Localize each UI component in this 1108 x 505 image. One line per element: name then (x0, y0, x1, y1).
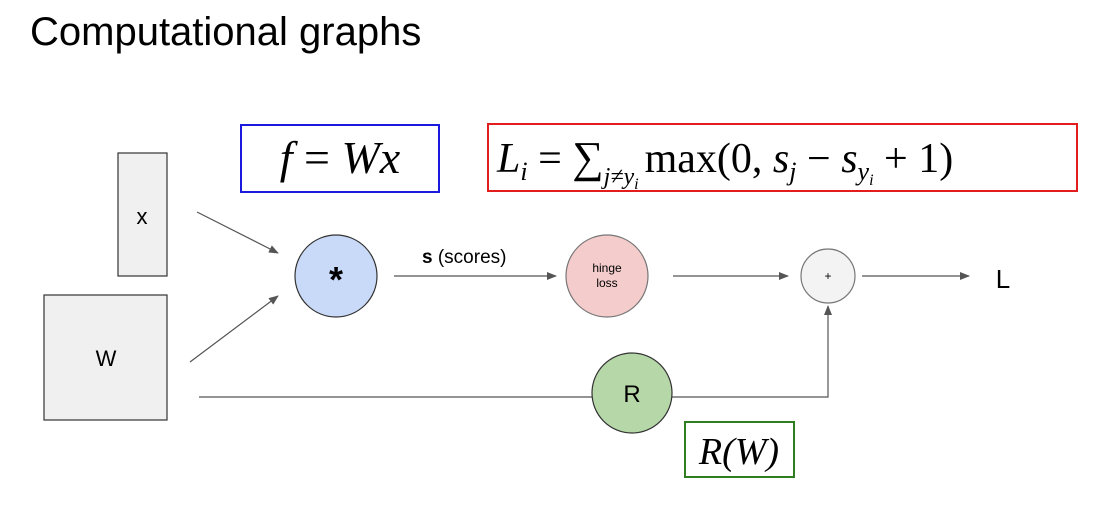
hinge-loss-label-line1: hinge (592, 261, 622, 275)
edge-reg-to-plus (671, 305, 832, 398)
loss-formula-sum: ∑ (572, 133, 603, 182)
loss-formula-minus: − (797, 136, 842, 182)
output-label: L (996, 264, 1010, 294)
loss-formula-box (487, 123, 1078, 192)
hinge-loss-label-line2: loss (596, 276, 617, 290)
w-input-box (43, 294, 168, 421)
loss-formula-L-sub: i (520, 157, 527, 186)
edge-x-to-multiply (196, 211, 279, 254)
f-formula-box (240, 124, 440, 193)
loss-formula-s1: s (773, 136, 789, 182)
loss-formula-s2: s (841, 136, 857, 182)
multiply-node (294, 234, 378, 318)
f-formula-rhs: Wx (341, 132, 400, 183)
regularization-node (591, 352, 673, 434)
loss-formula: Li = ∑j≠yimax(0, sj − syi + 1) (496, 133, 953, 193)
loss-formula-eq: = (528, 136, 573, 182)
plus-node-label: + (824, 269, 831, 283)
loss-formula-s2-sub: y (855, 157, 870, 186)
loss-formula-sum-subsub: i (634, 176, 638, 193)
loss-formula-s2-subsub: i (869, 172, 873, 189)
x-input-box (117, 152, 168, 277)
scores-edge-label-rest: (scores) (433, 247, 507, 268)
reg-formula-box (684, 421, 795, 478)
loss-formula-max: max(0, (645, 136, 773, 182)
loss-formula-sum-sub: j≠y (601, 164, 635, 190)
scores-edge-label: s (scores) (422, 247, 506, 268)
f-formula-eq: = (293, 132, 342, 183)
scores-edge-label-bold: s (422, 247, 433, 268)
regularization-node-label: R (623, 381, 640, 408)
edge-w-to-multiply (189, 295, 279, 363)
w-input-label: W (96, 346, 117, 371)
loss-formula-tail: + 1) (874, 136, 954, 182)
reg-formula: R(W) (698, 431, 779, 473)
multiply-node-label: * (329, 259, 343, 300)
loss-formula-s1-sub: j (786, 157, 796, 186)
hinge-loss-node (565, 234, 649, 318)
loss-formula-L: L (496, 136, 520, 182)
f-formula: f = Wx (280, 132, 401, 183)
plus-node (800, 248, 856, 304)
x-input-label: x (137, 204, 148, 229)
slide-title: Computational graphs (30, 10, 422, 54)
